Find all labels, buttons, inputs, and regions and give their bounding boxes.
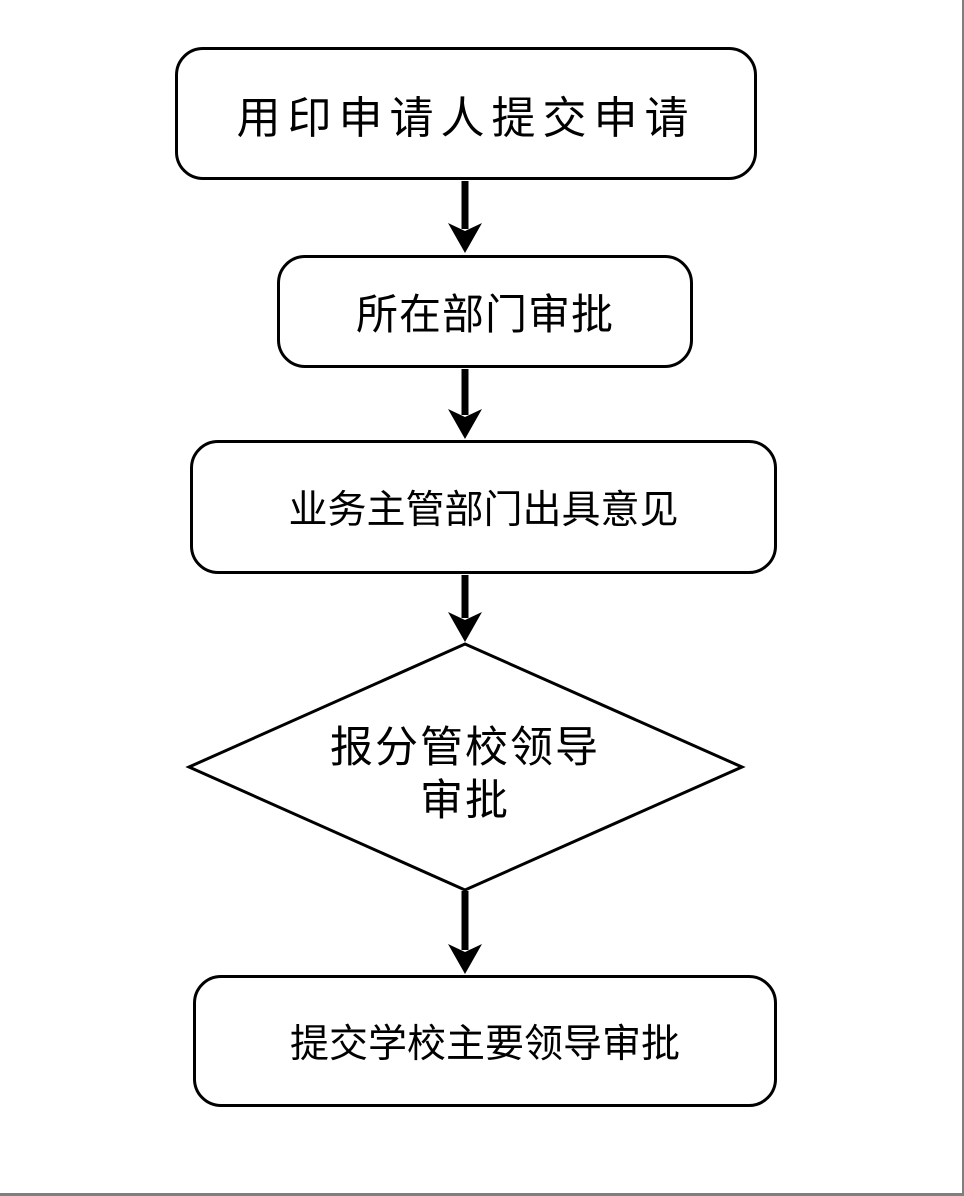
node-department-approval-label: 所在部门审批 — [355, 293, 614, 339]
arrow-down-icon — [448, 181, 482, 253]
node-submit-application: 用印申请人提交申请 — [175, 47, 757, 180]
arrow-down-icon — [448, 891, 482, 974]
node-department-approval: 所在部门审批 — [277, 255, 693, 368]
node-vice-leader-approval-label: 报分管校领导 审批 — [250, 722, 680, 828]
diamond-label-line2: 审批 — [420, 778, 510, 825]
node-business-dept-opinion: 业务主管部门出具意见 — [190, 440, 777, 574]
node-business-dept-opinion-label: 业务主管部门出具意见 — [288, 489, 679, 532]
node-submit-application-label: 用印申请人提交申请 — [236, 93, 696, 143]
decision-diamond — [185, 642, 746, 892]
diamond-label-line1: 报分管校领导 — [330, 725, 600, 772]
arrow-down-icon — [448, 369, 482, 439]
node-main-leader-approval: 提交学校主要领导审批 — [193, 975, 777, 1107]
node-main-leader-approval-label: 提交学校主要领导审批 — [289, 1023, 680, 1066]
arrow-down-icon — [448, 575, 482, 642]
